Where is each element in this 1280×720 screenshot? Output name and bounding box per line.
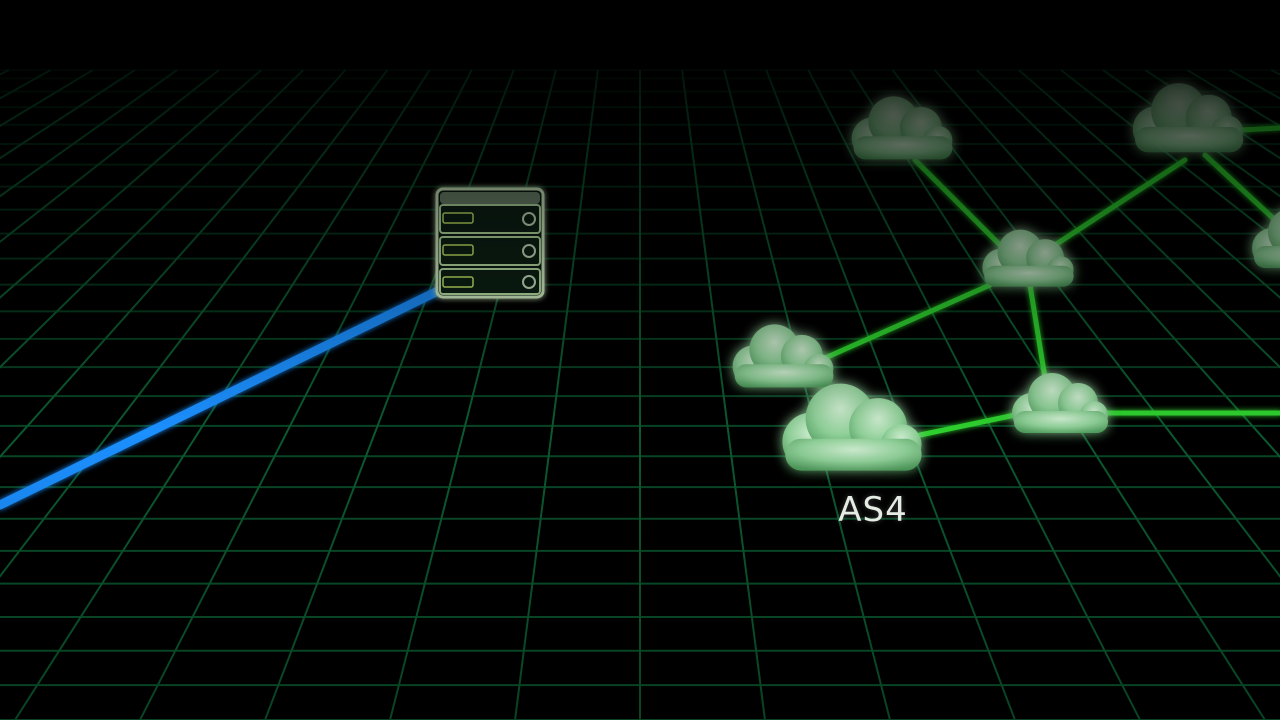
grid-line-vertical [765,69,1016,720]
grid-line-vertical [1270,69,1280,76]
blue-uplink [0,285,445,510]
cloud-icon [1012,373,1108,433]
as-label: AS4 [838,490,908,530]
link-cloud-1-to-hub [912,157,1003,248]
grid-line-vertical [933,69,1280,459]
server-rack-icon [435,187,545,299]
grid-line-vertical [0,69,52,100]
grid-line-vertical [1228,69,1280,100]
link-hub-to-cloud-top-right [1052,157,1188,248]
grid-line-vertical [0,69,347,459]
grid-line-vertical [0,69,10,76]
grid-line-vertical [1144,69,1280,160]
cloud-icon [851,96,953,160]
link-hub-to-cloud-left [822,282,993,361]
grid-line-vertical [139,69,473,720]
link-top-right-to-top-edge [1237,125,1280,133]
grid-line-vertical [514,69,599,720]
grid-line-vertical [1186,69,1280,128]
grid-line-vertical [0,69,389,578]
grid-line-vertical [681,69,766,720]
grid-line-vertical [389,69,557,720]
cloud-icon [1252,208,1280,268]
grid-line-vertical [0,69,94,128]
grid-line-vertical [0,69,136,160]
grid-line-vertical [0,69,220,244]
cloud-icon [732,324,834,388]
grid-line-vertical [264,69,515,720]
